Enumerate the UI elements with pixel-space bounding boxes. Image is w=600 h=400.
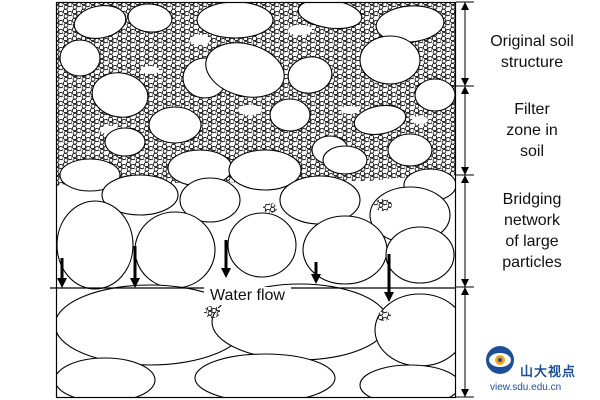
soil-particle	[194, 353, 336, 398]
soil-particle	[179, 177, 241, 223]
diagram-frame	[55, 1, 457, 399]
soil-particle	[228, 149, 302, 191]
soil-particle	[359, 364, 456, 398]
soil-particle	[56, 200, 134, 290]
dimension-arrowhead	[461, 78, 469, 86]
soil-particle	[297, 2, 363, 30]
soil-particle	[322, 145, 368, 175]
zone-dimension-lines	[456, 1, 474, 398]
soil-particle	[375, 5, 445, 43]
soil-particle	[227, 212, 297, 278]
soil-particle	[353, 104, 407, 136]
zone-label-original-soil: Original soil structure	[490, 33, 574, 71]
soil-particle	[59, 39, 101, 77]
trapped-fines	[204, 199, 392, 321]
soil-particle	[101, 174, 179, 216]
soil-particle	[385, 226, 455, 284]
soil-particle	[134, 211, 216, 289]
soil-particle	[56, 357, 156, 398]
soil-particle	[127, 3, 173, 33]
flow-arrow	[311, 262, 321, 284]
soil-particle	[59, 158, 121, 192]
soil-particle	[414, 78, 456, 112]
soil-particle	[269, 98, 311, 132]
soil-particle	[359, 35, 421, 85]
dimension-arrowhead	[461, 287, 469, 295]
flow-arrow	[384, 254, 394, 302]
soil-particle	[196, 2, 274, 39]
dimension-arrowhead	[461, 86, 469, 94]
soil-particle	[91, 72, 149, 118]
soil-particle	[287, 56, 333, 94]
zone-label-bridging-network: Bridging network of large particles	[502, 191, 562, 271]
watermark-brand: 山大视点	[520, 365, 577, 380]
particle-layer	[56, 2, 456, 398]
flow-arrow	[130, 246, 140, 288]
soil-particle	[73, 5, 127, 39]
soil-particle	[104, 127, 146, 157]
dimension-arrowhead	[461, 2, 469, 10]
water-flow-arrows	[57, 240, 394, 302]
dimension-arrowhead	[461, 167, 469, 175]
flow-arrow	[57, 258, 67, 288]
soil-particle	[374, 293, 456, 367]
soil-particle	[148, 106, 202, 144]
watermark-url: view.sdu.edu.cn	[490, 382, 562, 393]
soil-particle	[387, 133, 433, 167]
water-flow-label: Water flow	[204, 287, 291, 305]
zone-label-filter-zone: Filter zone in soil	[506, 101, 558, 160]
flow-arrow	[221, 240, 231, 278]
dimension-arrowhead	[461, 279, 469, 287]
soil-particle	[205, 42, 285, 98]
eye-logo-icon	[486, 346, 514, 374]
dimension-arrowhead	[461, 389, 469, 397]
dimension-arrowhead	[461, 175, 469, 183]
